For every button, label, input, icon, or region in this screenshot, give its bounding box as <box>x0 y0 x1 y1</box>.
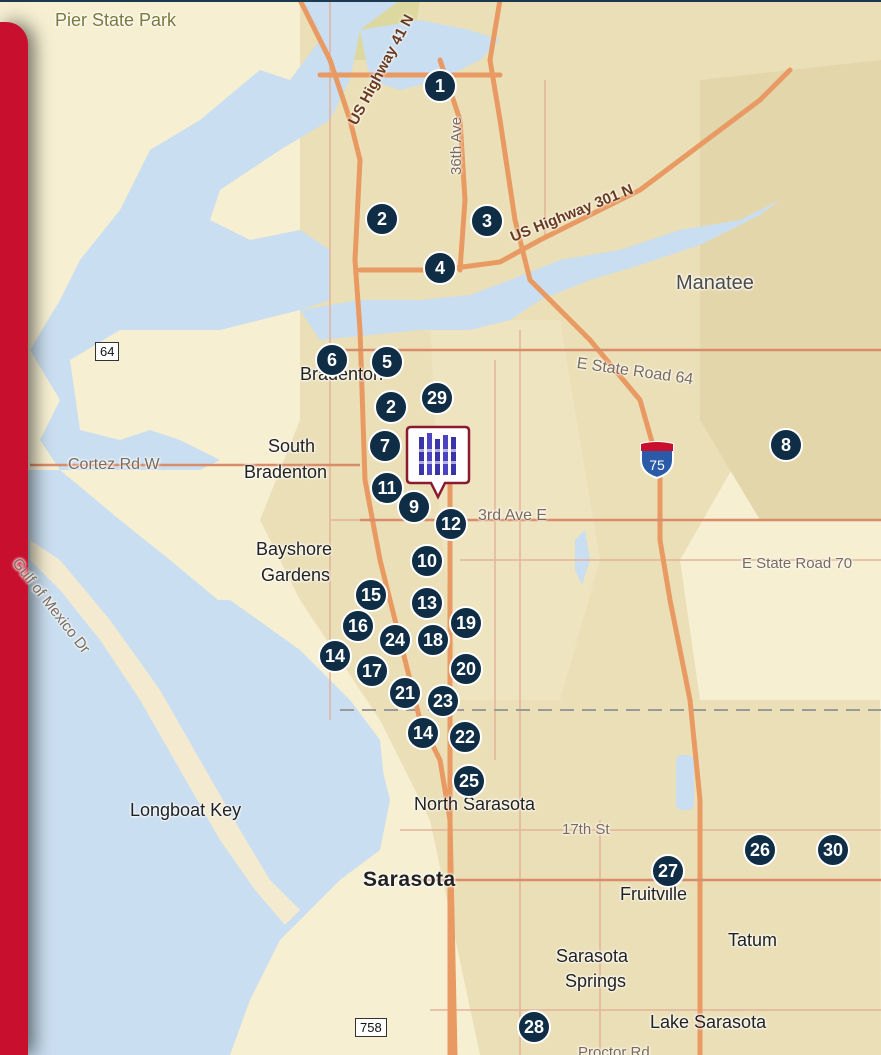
label-proctor-rd: Proctor Rd <box>578 1044 650 1055</box>
map-marker[interactable]: 22 <box>448 720 482 754</box>
map-marker[interactable]: 5 <box>370 345 404 379</box>
map-marker[interactable]: 14 <box>318 639 352 673</box>
map-marker[interactable]: 15 <box>354 578 388 612</box>
label-south-bradenton-1: South <box>268 436 316 456</box>
label-north-sarasota: North Sarasota <box>414 794 536 814</box>
label-tatum: Tatum <box>728 930 778 950</box>
top-border <box>0 0 881 2</box>
label-sarasota-springs-2: Springs <box>565 971 627 991</box>
map-marker[interactable]: 25 <box>452 764 486 798</box>
map-marker[interactable]: 12 <box>434 507 468 541</box>
map-marker[interactable]: 14 <box>406 716 440 750</box>
map-marker[interactable]: 19 <box>449 606 483 640</box>
label-3rd-ave: 3rd Ave E <box>478 507 548 524</box>
label-sarasota-springs-1: Sarasota <box>556 946 629 966</box>
map-marker[interactable]: 24 <box>378 623 412 657</box>
label-fruitville: Fruitville <box>620 884 688 904</box>
label-longboat-key: Longboat Key <box>130 800 242 820</box>
label-cortez-rd: Cortez Rd W <box>68 456 160 473</box>
label-bayshore-2: Gardens <box>261 565 331 585</box>
label-36th-ave: 36th Ave <box>448 116 465 175</box>
label-manatee: Manatee <box>676 272 754 294</box>
side-panel-edge[interactable] <box>0 22 28 1055</box>
map-marker[interactable]: 10 <box>410 544 444 578</box>
map-marker[interactable]: 3 <box>470 204 504 238</box>
map-marker[interactable]: 2 <box>365 202 399 236</box>
map-marker[interactable]: 30 <box>816 833 850 867</box>
map-marker[interactable]: 18 <box>416 623 450 657</box>
map-marker[interactable]: 17 <box>355 654 389 688</box>
map-marker[interactable]: 21 <box>388 676 422 710</box>
label-lake-sarasota: Lake Sarasota <box>650 1012 767 1032</box>
label-bayshore-1: Bayshore <box>256 539 333 559</box>
map-marker[interactable]: 6 <box>315 343 349 377</box>
map-marker[interactable]: 8 <box>769 428 803 462</box>
map-marker[interactable]: 29 <box>420 381 454 415</box>
label-south-bradenton-2: Bradenton <box>244 462 328 482</box>
map-marker[interactable]: 9 <box>397 490 431 524</box>
label-pier-state-park: Pier State Park <box>55 10 177 30</box>
map-marker[interactable]: 20 <box>449 652 483 686</box>
map-marker[interactable]: 23 <box>426 684 460 718</box>
shield-sr-758: 758 <box>355 1018 387 1037</box>
shield-sr-64: 64 <box>95 342 120 361</box>
label-state-road-70: E State Road 70 <box>742 555 853 572</box>
map-marker[interactable]: 13 <box>410 586 444 620</box>
map-marker[interactable]: 11 <box>370 471 404 505</box>
map-marker[interactable]: 7 <box>368 429 402 463</box>
map-marker[interactable]: 26 <box>743 833 777 867</box>
label-sarasota: Sarasota <box>363 868 456 891</box>
map-marker[interactable]: 27 <box>651 854 685 888</box>
map-marker[interactable]: 28 <box>517 1010 551 1044</box>
selected-location-pin-icon[interactable] <box>405 425 471 501</box>
label-17th-st: 17th St <box>562 821 610 838</box>
interstate-75-label: 75 <box>649 457 665 473</box>
map-marker[interactable]: 2 <box>374 390 408 424</box>
map-marker[interactable]: 1 <box>423 69 457 103</box>
map-marker[interactable]: 4 <box>423 251 457 285</box>
interstate-75-shield-icon: 75 <box>640 441 674 480</box>
map-marker[interactable]: 16 <box>341 609 375 643</box>
